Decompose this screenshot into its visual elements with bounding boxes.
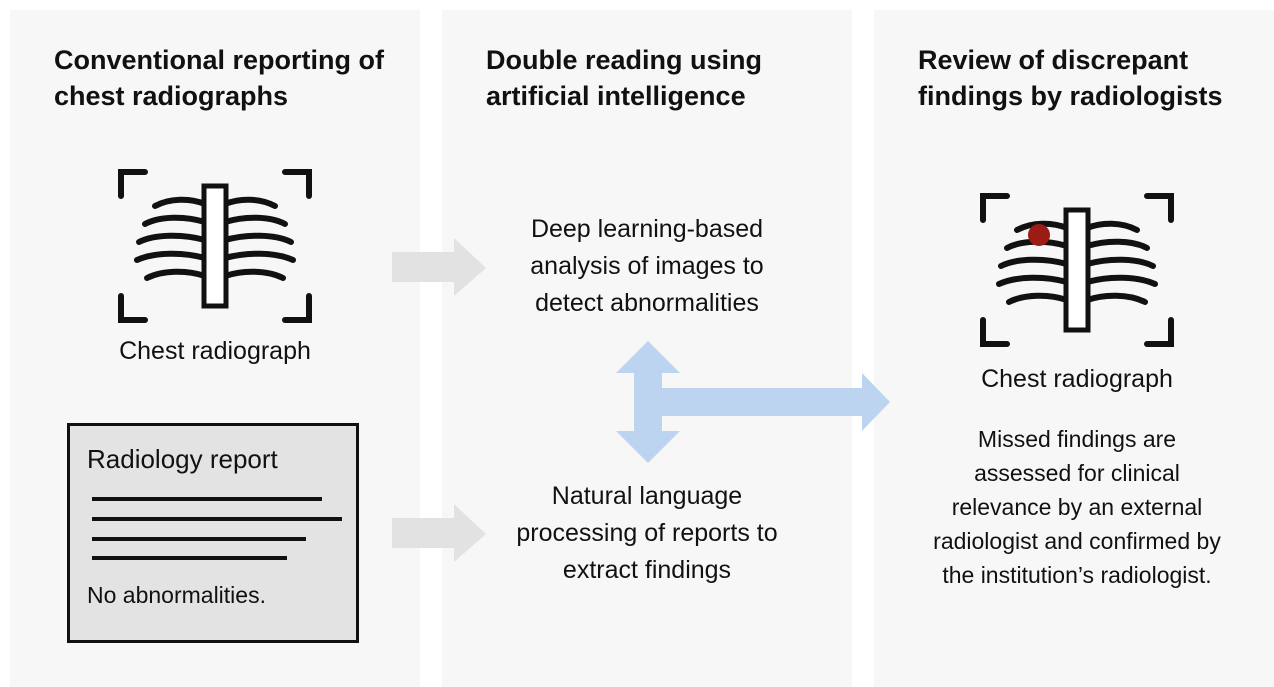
- deep-learning-text: Deep learning-based analysis of images t…: [530, 215, 764, 317]
- right-panel-title: Review of discrepant findings by radiolo…: [918, 45, 1223, 111]
- blue-bidirectional-arrow-icon: [616, 341, 890, 463]
- report-text-line: [92, 497, 322, 501]
- middle-panel-title: Double reading using artificial intellig…: [486, 45, 763, 111]
- left-xray-caption: Chest radiograph: [119, 337, 311, 365]
- review-description-text: Missed findings are assessed for clinica…: [933, 426, 1221, 588]
- report-text-line: [92, 517, 342, 521]
- gray-arrow-report-icon: [392, 504, 486, 562]
- panel-discrepancy-review: [874, 10, 1274, 687]
- chest-xray-with-finding-icon: [980, 193, 1174, 347]
- chest-xray-icon: [118, 169, 312, 323]
- report-document-icon: Radiology report No abnormalities.: [67, 423, 359, 643]
- nlp-text: Natural language processing of reports t…: [516, 482, 778, 584]
- gray-arrow-image-icon: [392, 238, 486, 296]
- report-title: Radiology report: [87, 444, 278, 474]
- finding-dot-icon: [1028, 224, 1050, 246]
- report-footer-text: No abnormalities.: [87, 582, 266, 608]
- right-xray-caption: Chest radiograph: [981, 365, 1173, 393]
- report-text-line: [92, 537, 306, 541]
- report-text-line: [92, 556, 287, 560]
- left-panel-title: Conventional reporting of chest radiogra…: [54, 45, 384, 111]
